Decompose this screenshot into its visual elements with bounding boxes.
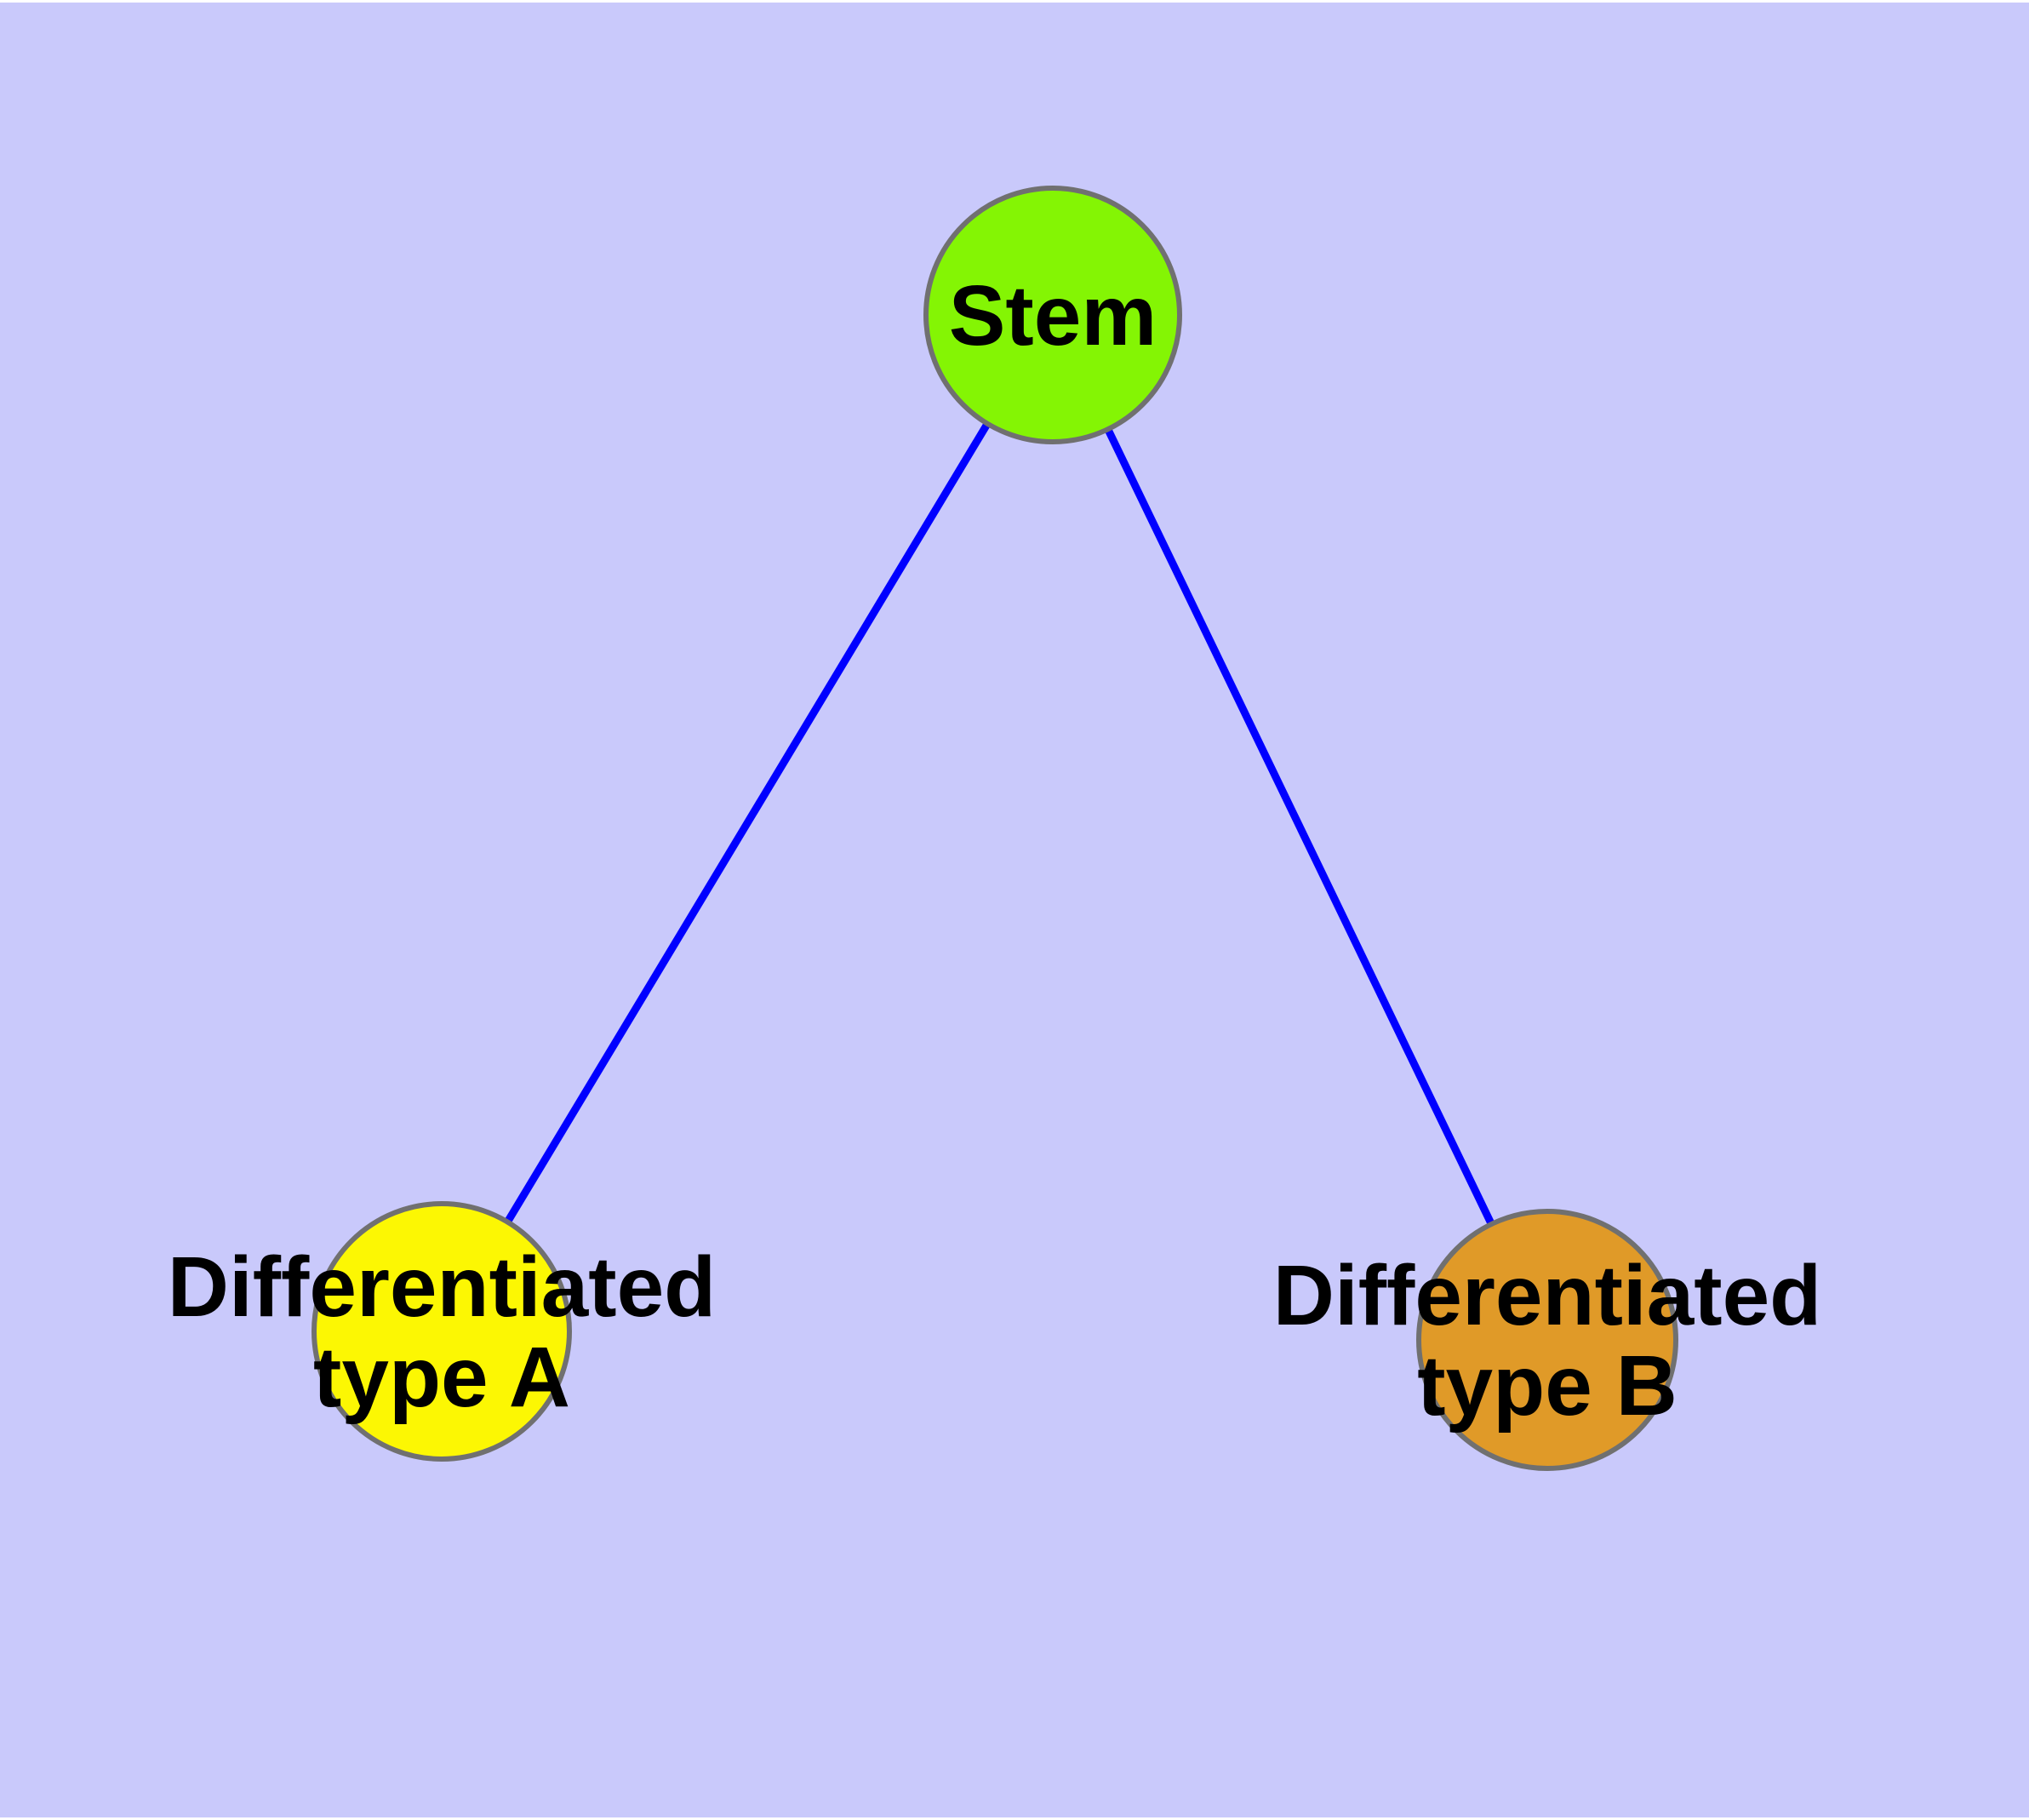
label-line: type B — [1417, 1338, 1677, 1434]
label-line: Stem — [949, 268, 1157, 363]
graph-edge — [501, 417, 994, 1228]
graph-edge — [1102, 422, 1498, 1231]
graph-node-label-stem: Stem — [949, 268, 1157, 363]
label-line: Differentiated — [168, 1239, 717, 1335]
label-line: Differentiated — [1273, 1248, 1822, 1343]
graph-node-diff_a[interactable] — [311, 1201, 572, 1462]
label-line: type A — [313, 1330, 570, 1425]
edges-layer — [501, 417, 1498, 1231]
nodes-layer — [311, 186, 1678, 1471]
graph-node-stem[interactable] — [923, 186, 1182, 444]
graph-node-diff_b[interactable] — [1416, 1209, 1678, 1471]
